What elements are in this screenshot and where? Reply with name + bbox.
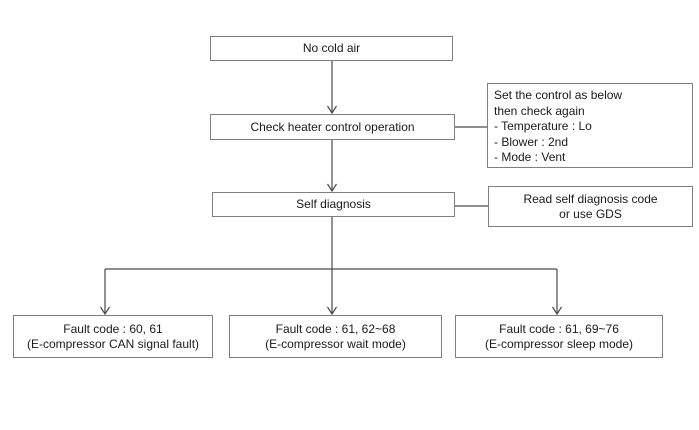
note-line: Read self diagnosis code — [523, 191, 658, 206]
note-line: - Blower : 2nd — [494, 134, 569, 149]
fault-desc-line: (E-compressor sleep mode) — [484, 336, 634, 351]
fault-node-wait-mode: Fault code : 61, 62~68 (E-compressor wai… — [229, 315, 442, 358]
flow-node-label: Check heater control operation — [250, 119, 415, 134]
arrow-diagnosis-to-wait — [326, 217, 338, 316]
note-line: - Temperature : Lo — [494, 119, 592, 133]
note-line: then check again — [494, 103, 585, 118]
fault-code-line: Fault code : 61, 69~76 — [499, 321, 619, 336]
fault-code-line: Fault code : 61, 62~68 — [275, 321, 396, 336]
arrow-branch-to-can — [99, 269, 111, 316]
note-line: - Mode : Vent — [494, 150, 566, 164]
flow-node-check-heater-control: Check heater control operation — [210, 114, 455, 140]
note-line: or use GDS — [559, 206, 622, 221]
flow-node-label: Self diagnosis — [296, 197, 371, 211]
arrow-check-to-diagnosis — [326, 140, 338, 193]
note-line: Set the control as below — [494, 88, 623, 102]
flow-node-self-diagnosis: Self diagnosis — [212, 192, 455, 217]
arrow-start-to-check — [326, 61, 338, 115]
flow-node-no-cold-air: No cold air — [210, 36, 453, 61]
fault-desc-line: (E-compressor CAN signal fault) — [26, 336, 200, 351]
fault-code-line: Fault code : 60, 61 — [63, 321, 163, 336]
note-read-self-diagnosis: Read self diagnosis code or use GDS — [488, 186, 693, 227]
arrow-branch-to-sleep — [551, 269, 563, 316]
note-set-control-as-below: Set the control as below then check agai… — [487, 83, 693, 168]
flow-node-label: No cold air — [302, 41, 361, 55]
fault-desc-line: (E-compressor wait mode) — [265, 336, 406, 351]
fault-node-sleep-mode: Fault code : 61, 69~76 (E-compressor sle… — [455, 315, 663, 358]
fault-node-can-signal: Fault code : 60, 61 (E-compressor CAN si… — [13, 315, 213, 358]
